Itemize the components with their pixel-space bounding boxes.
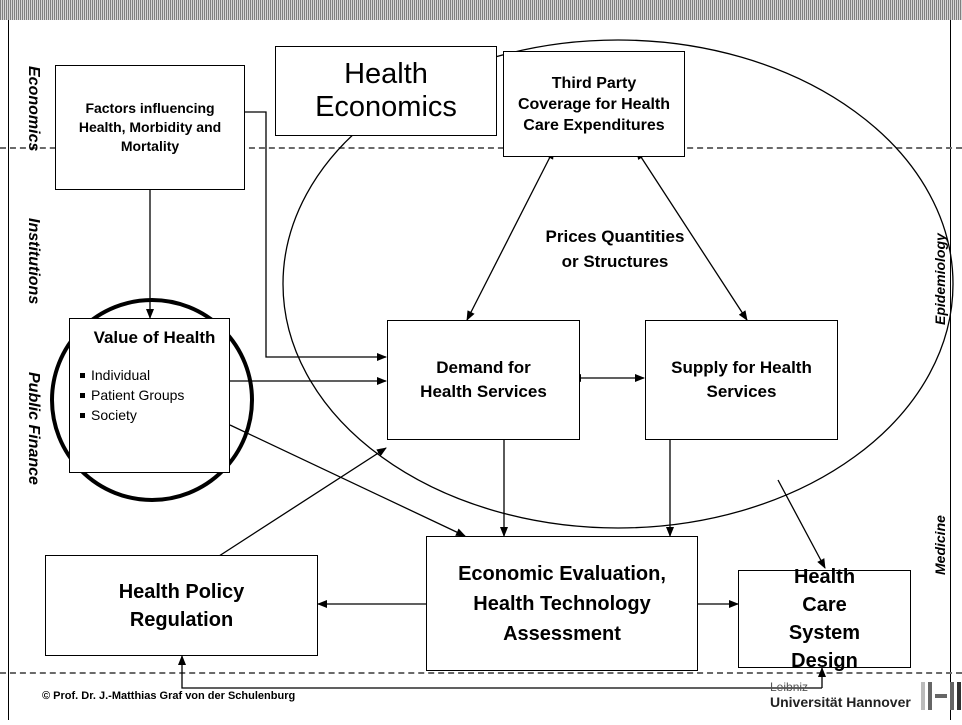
label-medicine: Medicine <box>932 515 948 575</box>
bullet-icon <box>80 372 85 378</box>
evaluation-box: Economic Evaluation, Health Technology A… <box>426 536 698 671</box>
arrow-feedback-line <box>178 655 822 689</box>
bullet-icon <box>80 412 85 418</box>
label-epidemiology: Epidemiology <box>932 233 948 325</box>
label-institutions: Institutions <box>25 218 42 305</box>
value-item-society: Society <box>80 407 229 423</box>
top-banner <box>0 0 962 20</box>
copyright-text: © Prof. Dr. J.-Matthias Graf von der Sch… <box>42 690 296 702</box>
value-title: Value of Health <box>93 328 216 347</box>
value-item-individual: Individual <box>80 367 229 383</box>
policy-box: Health Policy Regulation <box>45 555 318 656</box>
bullet-icon <box>80 392 85 398</box>
upper-divider <box>0 147 962 149</box>
health-economics-ellipse <box>282 39 954 529</box>
system-text: Health Care System Design <box>788 566 861 672</box>
evaluation-text: Economic Evaluation, Health Technology A… <box>458 562 666 645</box>
university-line1: Leibniz <box>770 680 809 694</box>
third-party-box: Third Party Coverage for Health Care Exp… <box>503 51 685 157</box>
factors-box: Factors influencing Health, Morbidity an… <box>55 65 245 190</box>
slide-frame <box>8 20 951 720</box>
system-box: Health Care System Design <box>738 566 911 672</box>
lower-divider <box>0 672 962 674</box>
supply-box: Supply for Health Services <box>645 320 838 440</box>
university-line2: Universität Hannover <box>770 694 911 710</box>
university-logo: Leibniz Universität Hannover <box>770 680 961 710</box>
university-wordmark: Leibniz Universität Hannover <box>770 680 911 710</box>
policy-text: Health Policy Regulation <box>118 580 245 631</box>
title-box: Health Economics <box>275 46 497 136</box>
center-label: Prices Quantities or Structures <box>545 227 685 271</box>
arrow-ellipse-to-system <box>777 479 826 569</box>
demand-text: Demand for Health Services <box>420 358 547 401</box>
center-text: Prices Quantities or Structures <box>545 224 685 274</box>
luh-logo-icon <box>920 682 961 710</box>
arrow-factors-to-demand <box>245 111 387 361</box>
demand-box: Demand for Health Services <box>387 320 580 440</box>
third-party-text: Third Party Coverage for Health Care Exp… <box>517 74 671 134</box>
arrow-value-to-evaluation <box>229 424 466 537</box>
label-economics: Economics <box>25 66 42 152</box>
arrow-third-party-supply <box>636 149 748 321</box>
value-of-health-box: Value of Health Individual Patient Group… <box>69 318 230 473</box>
value-highlight-circle <box>50 298 254 502</box>
value-item-patient-groups: Patient Groups <box>80 387 229 403</box>
arrow-third-party-demand <box>466 148 555 321</box>
factors-text: Factors influencing Health, Morbidity an… <box>78 100 222 154</box>
title-text: Health Economics <box>315 58 457 123</box>
label-public-finance: Public Finance <box>25 372 42 485</box>
supply-text: Supply for Health Services <box>671 358 812 401</box>
